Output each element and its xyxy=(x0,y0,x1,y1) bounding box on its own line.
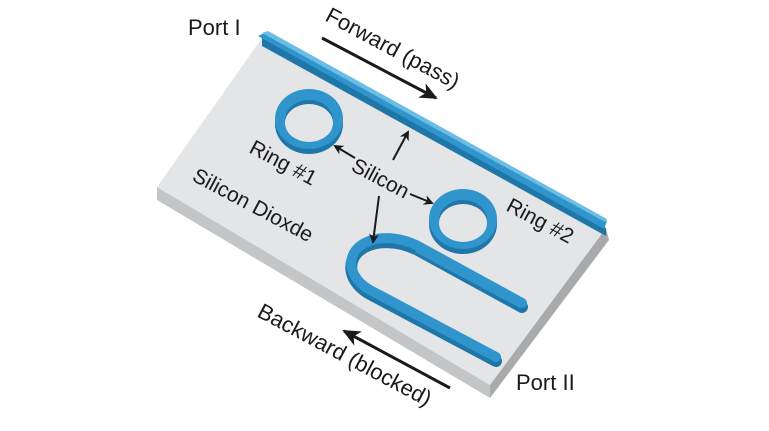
arrow-to-bus xyxy=(392,130,409,161)
u-waveguide xyxy=(345,233,528,367)
backward-arrow xyxy=(342,329,451,390)
ring-1 xyxy=(275,89,343,154)
slab-right-face xyxy=(490,228,609,398)
port-1-label: Port I xyxy=(188,15,241,40)
arrow-to-ring-2 xyxy=(409,193,434,205)
arrow-to-ring-1 xyxy=(333,144,356,159)
silicon-pointer-arrows xyxy=(333,130,434,244)
port-2-label: Port II xyxy=(516,370,575,395)
ring-2 xyxy=(429,189,497,254)
arrow-to-u-waveguide xyxy=(369,195,380,244)
forward-arrow xyxy=(321,36,438,100)
bus-waveguide xyxy=(258,31,607,236)
slab-left-face xyxy=(157,187,490,398)
